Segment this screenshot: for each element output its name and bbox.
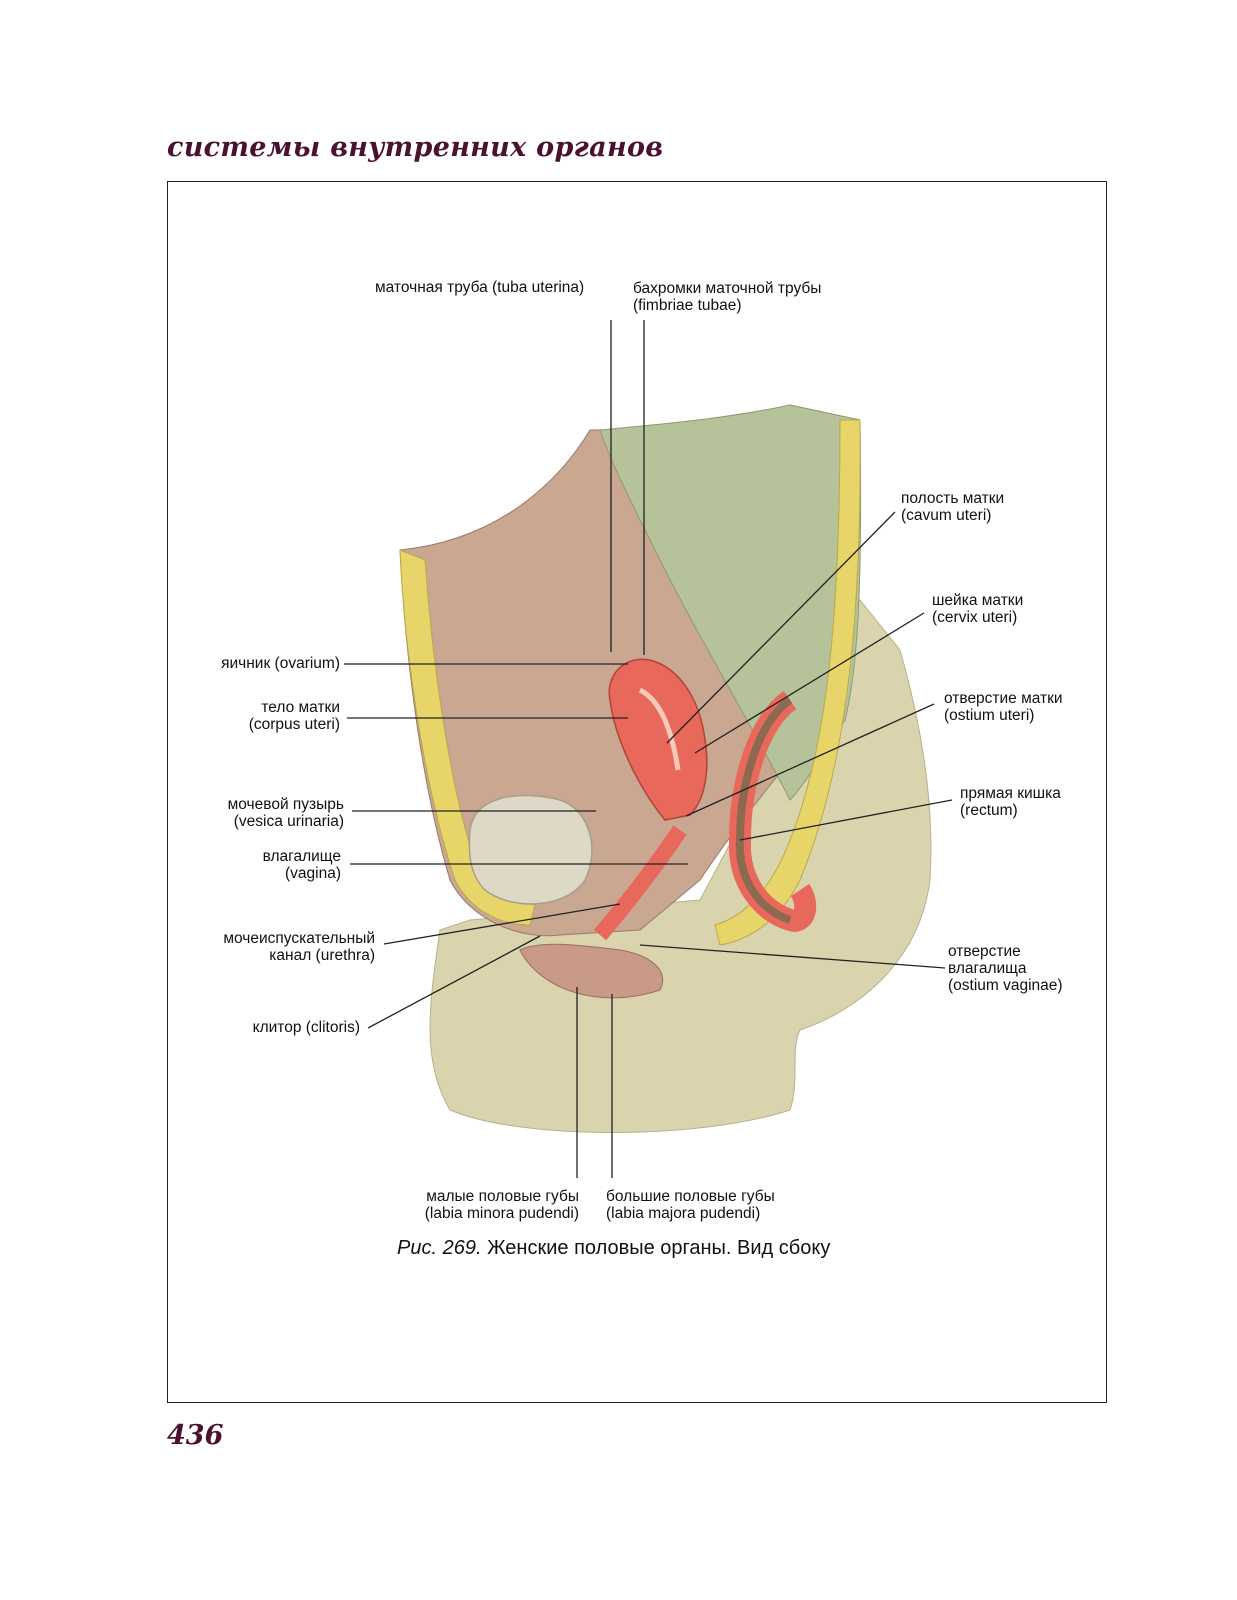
label-cavum-uteri: полость матки(cavum uteri)	[901, 490, 1005, 524]
fat-posterior	[714, 419, 861, 946]
label-vesica-urinaria: мочевой пузырь(vesica urinaria)	[227, 796, 344, 830]
bladder	[468, 794, 593, 905]
label-ovarium: яичник (ovarium)	[221, 655, 340, 672]
vagina-canal	[593, 825, 687, 941]
uterus	[608, 658, 708, 821]
label-ostium-uteri: отверстие матки(ostium uteri)	[944, 690, 1063, 724]
label-clitoris: клитор (clitoris)	[252, 1019, 360, 1036]
uterine-cavity	[638, 687, 681, 771]
label-fimbriae-tubae: бахромки маточной трубы(fimbriae tubae)	[633, 280, 822, 314]
fat-anterior	[399, 549, 536, 926]
label-labia-majora: большие половые губы(labia majora pudend…	[606, 1188, 775, 1222]
label-cervix-uteri: шейка матки(cervix uteri)	[932, 592, 1024, 626]
label-tuba-uterina: маточная труба (tuba uterina)	[375, 279, 585, 296]
figure-caption: Рис. 269. Женские половые органы. Вид сб…	[397, 1237, 830, 1260]
figure-frame	[167, 181, 1107, 1403]
figure-title: Женские половые органы. Вид сбоку	[487, 1237, 831, 1259]
figure-number: Рис. 269.	[397, 1237, 482, 1259]
page-number: 436	[167, 1420, 224, 1451]
labia	[519, 943, 663, 999]
label-labia-minora: малые половые губы(labia minora pudendi)	[424, 1188, 579, 1222]
running-head: системы внутренних органов	[167, 132, 664, 163]
label-corpus-uteri: тело матки(corpus uteri)	[248, 699, 340, 733]
leader-lines	[344, 320, 953, 1178]
label-rectum: прямая кишка(rectum)	[960, 785, 1061, 819]
label-vagina: влагалище(vagina)	[262, 848, 341, 882]
